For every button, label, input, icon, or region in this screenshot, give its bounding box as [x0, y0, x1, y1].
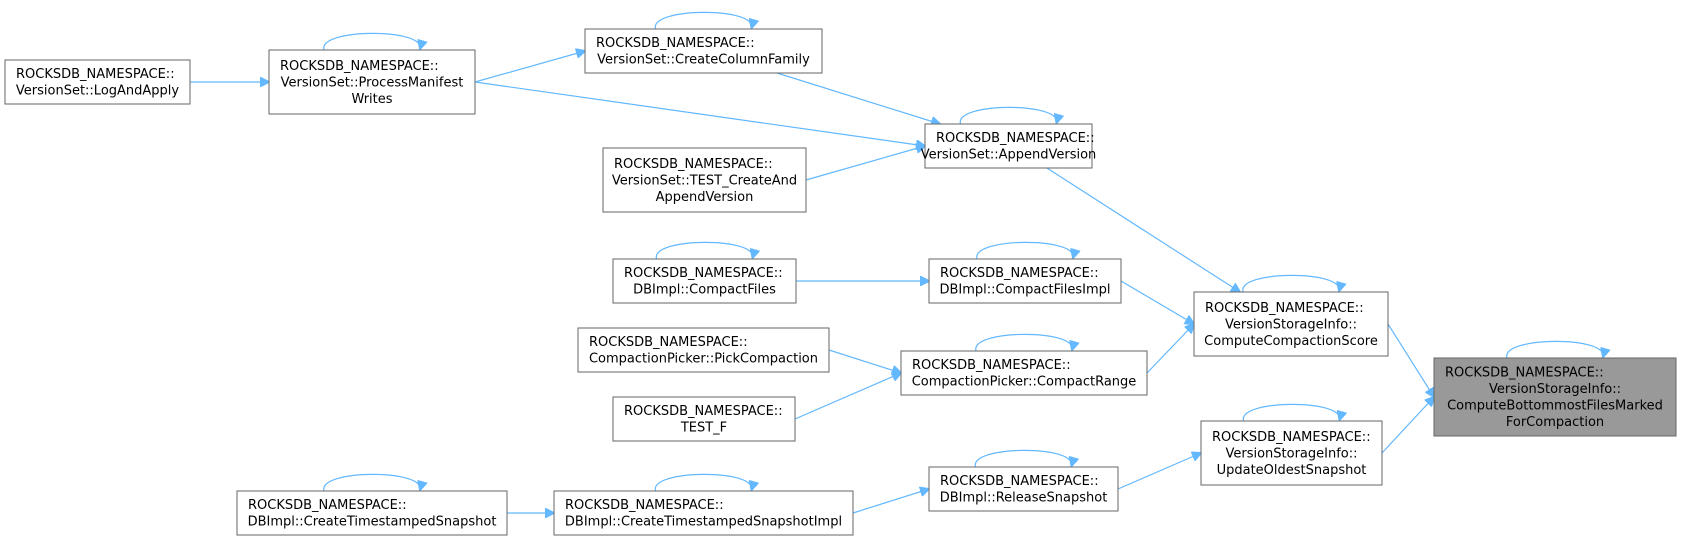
node-label-line: ComputeBottommostFilesMarked: [1447, 399, 1663, 414]
call-edge: [852, 489, 929, 514]
node-box: [612, 258, 797, 304]
node-label-line: ROCKSDB_NAMESPACE::: [1205, 301, 1364, 316]
node-box: [1200, 420, 1383, 486]
node-box: [928, 258, 1122, 304]
node-box: [924, 123, 1093, 169]
graph-node[interactable]: ROCKSDB_NAMESPACE::DBImpl::CreateTimesta…: [236, 490, 508, 536]
self-loop-edge: [654, 11, 751, 29]
node-box: [236, 490, 508, 536]
node-label-line: ForCompaction: [1506, 415, 1604, 430]
node-label-line: ROCKSDB_NAMESPACE::: [624, 266, 783, 281]
graph-node[interactable]: ROCKSDB_NAMESPACE::DBImpl::CreateTimesta…: [553, 490, 854, 536]
graph-node[interactable]: ROCKSDB_NAMESPACE::DBImpl::ReleaseSnapsh…: [928, 466, 1119, 512]
node-label-line: VersionSet::TEST_CreateAnd: [612, 173, 797, 188]
node-label-line: ROCKSDB_NAMESPACE::: [624, 404, 783, 419]
node-label-line: ComputeCompactionScore: [1204, 334, 1378, 349]
self-loops-layer: [323, 11, 1603, 491]
graph-node[interactable]: ROCKSDB_NAMESPACE::VersionStorageInfo::U…: [1200, 420, 1383, 486]
graph-node[interactable]: ROCKSDB_NAMESPACE::VersionStorageInfo::C…: [1193, 291, 1389, 357]
call-edge: [1387, 323, 1434, 397]
node-label-line: ROCKSDB_NAMESPACE::: [1445, 366, 1604, 381]
focus-node-box: [1433, 357, 1677, 437]
call-edge: [828, 349, 901, 373]
node-label-line: ROCKSDB_NAMESPACE::: [589, 335, 748, 350]
graph-node[interactable]: ROCKSDB_NAMESPACE::CompactionPicker::Com…: [900, 350, 1148, 396]
edges-layer: [190, 51, 1434, 513]
self-loop-edge: [1242, 274, 1339, 292]
graph-node[interactable]: ROCKSDB_NAMESPACE::CompactionPicker::Pic…: [577, 327, 830, 373]
graph-node[interactable]: ROCKSDB_NAMESPACE::VersionStorageInfo::C…: [1433, 357, 1677, 437]
node-box: [584, 28, 823, 74]
node-box: [577, 327, 830, 373]
self-loop-edge: [655, 241, 752, 259]
node-label-line: UpdateOldestSnapshot: [1217, 463, 1367, 478]
node-label-line: TEST_F: [680, 421, 727, 436]
graph-node[interactable]: ROCKSDB_NAMESPACE::TEST_F: [612, 396, 796, 442]
node-label-line: ROCKSDB_NAMESPACE::: [912, 358, 1071, 373]
graph-node[interactable]: ROCKSDB_NAMESPACE::VersionSet::TEST_Crea…: [602, 147, 807, 213]
self-loop-edge: [654, 473, 751, 491]
node-label-line: VersionStorageInfo::: [1225, 317, 1357, 332]
node-label-line: ROCKSDB_NAMESPACE::: [940, 266, 1099, 281]
node-label-line: ROCKSDB_NAMESPACE::: [248, 498, 407, 513]
node-label-line: DBImpl::CreateTimestampedSnapshot: [248, 515, 497, 530]
call-edge: [1381, 397, 1434, 454]
node-label-line: ROCKSDB_NAMESPACE::: [936, 131, 1095, 146]
node-box: [602, 147, 807, 213]
node-label-line: CompactionPicker::CompactRange: [912, 375, 1137, 390]
node-label-line: Writes: [351, 92, 392, 107]
self-loop-edge: [323, 32, 420, 50]
self-loop-edge: [1242, 403, 1339, 421]
call-edge: [805, 146, 925, 181]
node-label-line: ROCKSDB_NAMESPACE::: [614, 157, 773, 172]
node-box: [612, 396, 796, 442]
self-loop-edge: [975, 333, 1072, 351]
node-box: [900, 350, 1148, 396]
node-label-line: VersionStorageInfo::: [1225, 446, 1357, 461]
call-edge: [776, 72, 940, 124]
node-label-line: CompactionPicker::PickCompaction: [589, 352, 818, 367]
graph-node[interactable]: ROCKSDB_NAMESPACE::VersionSet::ProcessMa…: [268, 49, 476, 115]
node-label-line: DBImpl::CreateTimestampedSnapshotImpl: [565, 515, 842, 530]
node-label-line: VersionSet::CreateColumnFamily: [597, 53, 810, 68]
node-label-line: ROCKSDB_NAMESPACE::: [565, 498, 724, 513]
call-edge: [1046, 167, 1240, 292]
node-label-line: ROCKSDB_NAMESPACE::: [16, 67, 175, 82]
graph-node[interactable]: ROCKSDB_NAMESPACE::DBImpl::CompactFiles: [612, 258, 797, 304]
node-label-line: ROCKSDB_NAMESPACE::: [596, 36, 755, 51]
node-label-line: VersionStorageInfo::: [1489, 382, 1621, 397]
nodes-layer: ROCKSDB_NAMESPACE::VersionStorageInfo::C…: [4, 28, 1677, 536]
graph-node[interactable]: ROCKSDB_NAMESPACE::VersionSet::LogAndApp…: [4, 59, 191, 105]
call-edge: [474, 51, 585, 83]
node-box: [928, 466, 1119, 512]
self-loop-edge: [1506, 340, 1603, 358]
node-box: [4, 59, 191, 105]
node-label-line: DBImpl::CompactFilesImpl: [939, 283, 1110, 298]
node-label-line: VersionSet::LogAndApply: [16, 84, 180, 99]
graph-node[interactable]: ROCKSDB_NAMESPACE::DBImpl::CompactFilesI…: [928, 258, 1122, 304]
node-box: [1193, 291, 1389, 357]
node-label-line: DBImpl::ReleaseSnapshot: [940, 491, 1108, 506]
self-loop-edge: [976, 241, 1073, 259]
node-box: [553, 490, 854, 536]
call-edge: [1117, 453, 1201, 490]
call-edge: [1146, 324, 1194, 374]
node-label-line: VersionSet::ProcessManifest: [281, 75, 464, 90]
node-label-line: VersionSet::AppendVersion: [921, 148, 1097, 163]
self-loop-edge: [323, 473, 420, 491]
node-label-line: ROCKSDB_NAMESPACE::: [1212, 430, 1371, 445]
graph-node[interactable]: ROCKSDB_NAMESPACE::VersionSet::CreateCol…: [584, 28, 823, 74]
node-label-line: DBImpl::CompactFiles: [633, 283, 776, 298]
self-loop-edge: [959, 106, 1056, 124]
call-edge: [794, 373, 901, 420]
node-label-line: ROCKSDB_NAMESPACE::: [280, 59, 439, 74]
node-label-line: ROCKSDB_NAMESPACE::: [940, 474, 1099, 489]
graph-node[interactable]: ROCKSDB_NAMESPACE::VersionSet::AppendVer…: [921, 123, 1097, 169]
call-edge: [1120, 280, 1194, 324]
node-box: [268, 49, 476, 115]
call-edge: [474, 81, 925, 146]
self-loop-edge: [974, 449, 1071, 467]
node-label-line: AppendVersion: [656, 190, 754, 205]
